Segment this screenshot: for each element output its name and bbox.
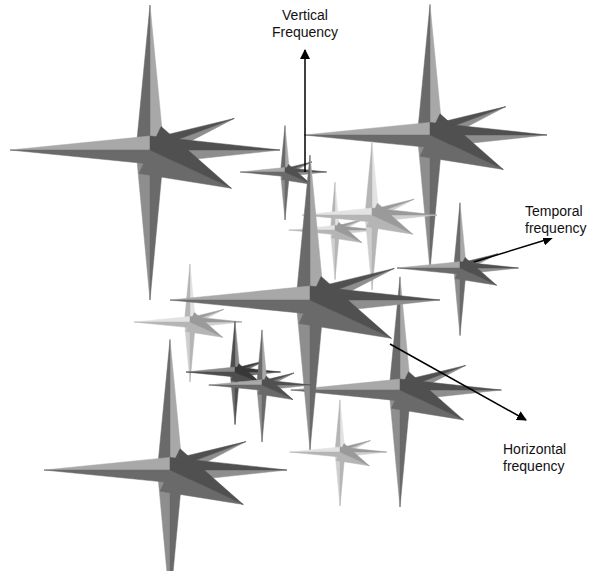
star-facet <box>335 400 340 452</box>
star-facet <box>397 262 460 268</box>
star-facet <box>44 470 170 483</box>
star-facet <box>230 321 235 372</box>
axis-label: Temporal frequency <box>522 202 608 238</box>
star-facet <box>304 122 430 135</box>
star-facet <box>454 203 460 268</box>
star-facet <box>190 313 223 338</box>
star-facet <box>209 380 262 385</box>
star-facet <box>186 367 235 372</box>
axis-arrow <box>474 238 552 262</box>
star-group <box>10 5 547 571</box>
star-facet <box>240 172 285 177</box>
axis-label: Vertical Frequency <box>257 6 353 42</box>
star-facet <box>262 376 293 400</box>
star-facet <box>310 277 391 339</box>
star-facet <box>157 340 170 471</box>
star-facet <box>330 182 335 230</box>
star-facet <box>397 268 460 274</box>
star-facet <box>134 322 190 328</box>
star-facet <box>10 150 150 164</box>
star-facet <box>389 277 400 390</box>
star-facet <box>417 5 430 136</box>
axis-arrow <box>390 344 526 420</box>
star-facet <box>44 457 170 470</box>
star-facet <box>150 127 231 189</box>
star-facet <box>10 136 150 150</box>
star-facet <box>257 330 262 385</box>
star-facet <box>240 168 285 173</box>
star-facet <box>304 135 430 148</box>
star-facet <box>430 114 503 170</box>
star-facet <box>186 372 235 377</box>
star-facet <box>372 203 413 234</box>
star-facet <box>134 316 190 322</box>
star-facet <box>209 385 262 390</box>
axis-arrow <box>304 50 306 172</box>
star-facet <box>340 444 369 466</box>
star-facet <box>136 5 150 150</box>
star-facet <box>460 257 497 285</box>
star-facet <box>290 447 340 452</box>
star-facet <box>285 165 311 185</box>
star-facet <box>184 264 190 322</box>
star-facet <box>170 300 310 314</box>
star-facet <box>281 126 286 172</box>
star-facet <box>335 222 362 242</box>
star-facet <box>290 452 340 457</box>
star-facet <box>365 143 372 216</box>
axis-label: Horizontal frequency <box>500 440 596 476</box>
star-facet <box>296 155 310 300</box>
star-facet <box>170 286 310 300</box>
star-facet <box>170 449 243 505</box>
